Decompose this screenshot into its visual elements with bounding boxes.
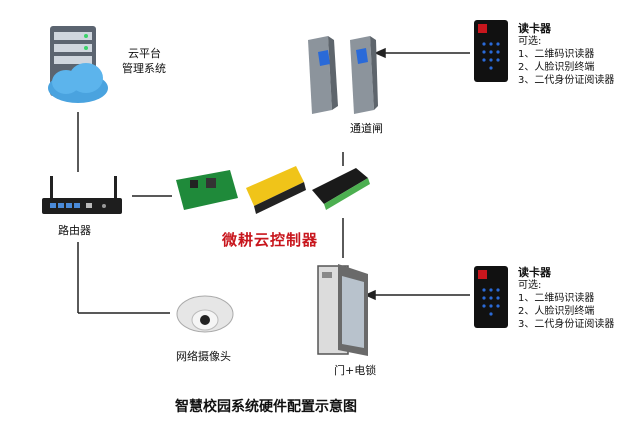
arrow-to-gate	[374, 47, 386, 59]
router	[40, 176, 124, 218]
reader-bottom-option-1: 1、二维码识读器	[518, 293, 595, 304]
card-reader-icon	[474, 20, 508, 82]
cloud-label-line2: 管理系统	[122, 62, 166, 75]
door-label: 门+电锁	[334, 364, 377, 377]
diagram-caption: 智慧校园系统硬件配置示意图	[175, 399, 357, 415]
turnstile-label: 通道闸	[350, 122, 383, 135]
reader-bottom-title: 读卡器	[518, 266, 551, 279]
router-icon	[42, 176, 122, 214]
reader-top-subtitle: 可选:	[518, 36, 542, 47]
card-reader-icon	[474, 266, 508, 328]
controller-board-icon	[176, 166, 370, 214]
reader-top-option-3: 3、二代身份证阅读器	[518, 75, 615, 86]
card-reader-top	[474, 20, 508, 82]
reader-top-option-1: 1、二维码识读器	[518, 49, 595, 60]
turnstile-gate	[304, 34, 380, 116]
reader-bottom-subtitle: 可选:	[518, 280, 542, 291]
cloud-server	[42, 24, 118, 106]
controller-label: 微耕云控制器	[222, 231, 319, 249]
reader-top-option-2: 2、人脸识别终端	[518, 62, 595, 73]
reader-top-title: 读卡器	[518, 22, 551, 35]
controller-boards	[172, 160, 372, 222]
door	[316, 262, 372, 358]
card-reader-bottom	[474, 266, 508, 328]
reader-bottom-option-3: 3、二代身份证阅读器	[518, 319, 615, 330]
dome-camera-icon	[176, 295, 234, 333]
turnstile-gate-icon	[308, 36, 378, 114]
cloud-label-line1: 云平台	[128, 47, 161, 60]
camera	[174, 290, 236, 334]
cloud-server-icon	[48, 26, 108, 103]
reader-bottom-option-2: 2、人脸识别终端	[518, 306, 595, 317]
door-lock-icon	[317, 264, 368, 356]
router-label: 路由器	[58, 224, 91, 237]
reader-bottom-text: 读卡器 可选: 1、二维码识读器 2、人脸识别终端 3、二代身份证阅读器	[518, 266, 614, 331]
arrow-to-door	[364, 289, 376, 301]
camera-label: 网络摄像头	[176, 350, 231, 363]
reader-top-text: 读卡器 可选: 1、二维码识读器 2、人脸识别终端 3、二代身份证阅读器	[518, 22, 614, 87]
